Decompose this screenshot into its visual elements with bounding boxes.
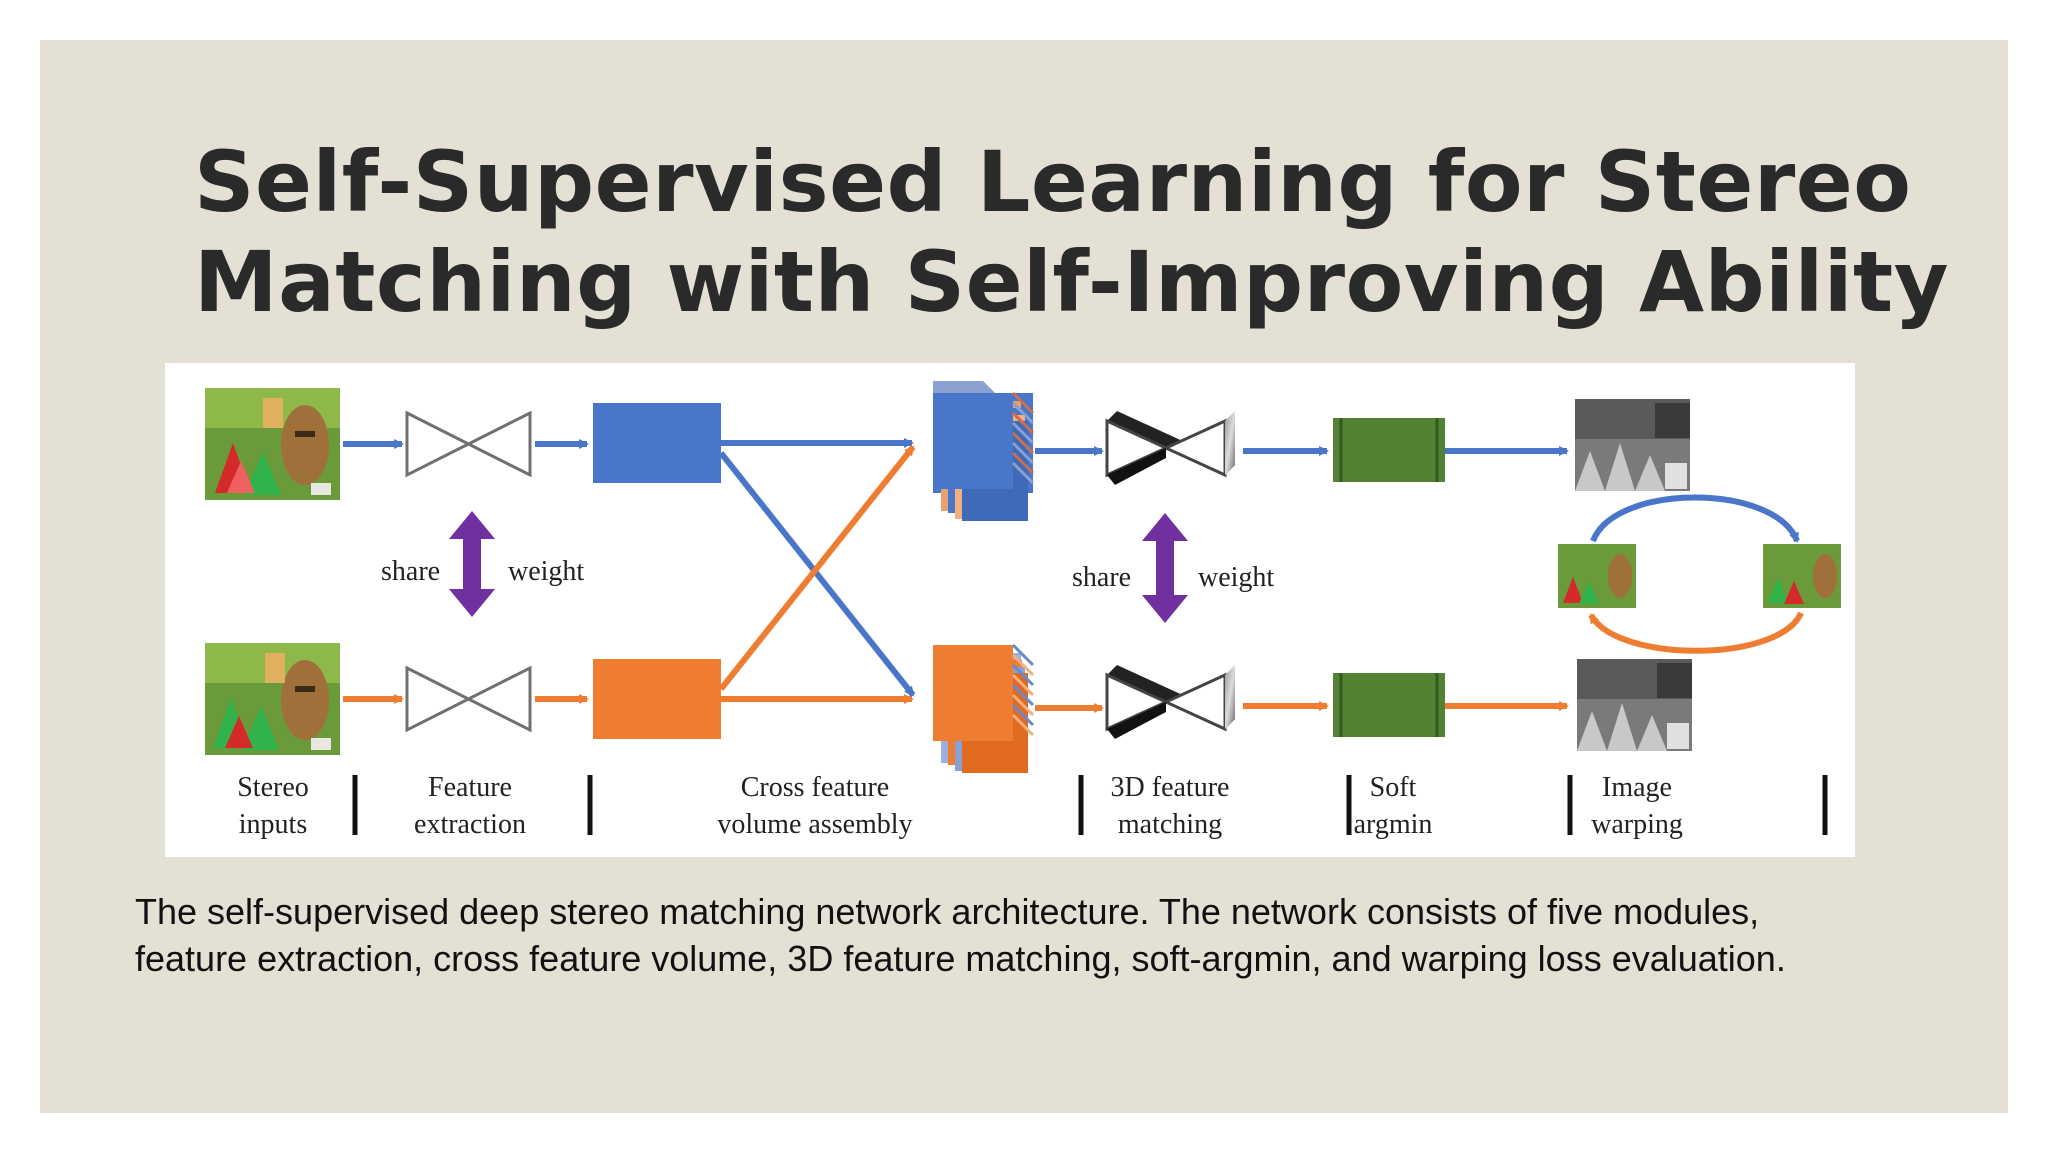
- 3d-matching-top-icon: [1105, 411, 1235, 485]
- stereo-input-left-image: [205, 388, 340, 500]
- stage-label-stereo-1: Stereo: [237, 772, 309, 803]
- stage-label-3d-1: 3D feature: [1111, 772, 1230, 803]
- stage-label-soft-2: argmin: [1354, 809, 1433, 840]
- stage-separators: [352, 775, 1828, 835]
- right-feature-map: [593, 659, 721, 739]
- stage-label-image-1: Image: [1602, 772, 1672, 803]
- stage-label-cross-1: Cross feature: [741, 772, 890, 803]
- caption-line-1: The self-supervised deep stereo matching…: [135, 891, 1760, 932]
- left-feature-map: [593, 403, 721, 483]
- share-weight-arrow-2: [1142, 513, 1188, 623]
- soft-argmin-top: [1333, 418, 1445, 482]
- slide-title: Self-Supervised Learning for Stereo Matc…: [194, 132, 1949, 332]
- warping-left-image: [1558, 544, 1636, 608]
- share-label-2: share: [1072, 562, 1131, 593]
- 3d-matching-bottom-icon: [1105, 665, 1235, 739]
- title-line-1: Self-Supervised Learning for Stereo: [194, 133, 1912, 231]
- caption-line-2: feature extraction, cross feature volume…: [135, 938, 1786, 979]
- title-line-2: Matching with Self-Improving Ability: [194, 233, 1949, 331]
- stage-label-cross-2: volume assembly: [717, 809, 912, 840]
- stage-label-3d-2: matching: [1118, 809, 1222, 840]
- figure-caption: The self-supervised deep stereo matching…: [135, 888, 1985, 982]
- warping-right-image: [1763, 544, 1841, 608]
- warping-blue-arc: [1590, 494, 1800, 543]
- stereo-input-right-image: [205, 643, 340, 755]
- architecture-figure: share weight: [165, 363, 1855, 857]
- share-weight-arrow-1: [449, 511, 495, 617]
- weight-label-1: weight: [508, 556, 584, 587]
- feature-extractor-bottom-icon: [405, 665, 532, 733]
- stage-label-image-2: warping: [1591, 809, 1683, 840]
- slide: Self-Supervised Learning for Stereo Matc…: [40, 40, 2008, 1113]
- warping-orange-arc: [1588, 611, 1804, 654]
- disparity-map-bottom-icon: [1577, 659, 1692, 751]
- weight-label-2: weight: [1198, 562, 1274, 593]
- stage-label-stereo-2: inputs: [239, 809, 307, 840]
- stage-label-soft-1: Soft: [1370, 772, 1417, 803]
- architecture-diagram: share weight: [205, 381, 1841, 840]
- cost-volume-bottom: [933, 643, 1035, 773]
- disparity-map-top-icon: [1575, 399, 1690, 491]
- stage-label-feature-1: Feature: [428, 772, 512, 803]
- share-label-1: share: [381, 556, 440, 587]
- feature-extractor-top-icon: [405, 410, 532, 478]
- cost-volume-top: [933, 381, 1035, 521]
- stage-label-feature-2: extraction: [414, 809, 526, 840]
- soft-argmin-bottom: [1333, 673, 1445, 737]
